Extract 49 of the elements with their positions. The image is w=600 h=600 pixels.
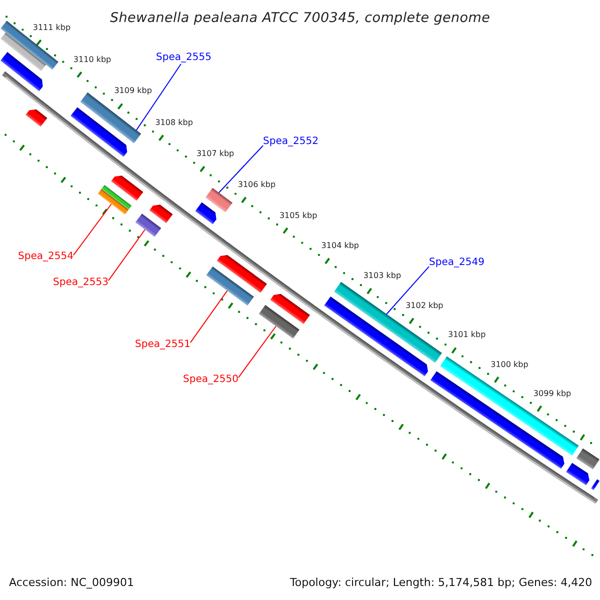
gene-label: Spea_2554 [18,251,74,263]
gene-bar [324,296,428,376]
leader-line [238,326,276,378]
gene-bar [0,32,46,72]
scale-label: 3103 kbp [363,271,402,282]
scale-label: 3107 kbp [196,149,234,160]
gene-bar [206,266,254,306]
scale-label: 3100 kbp [490,360,528,370]
leader-line [72,204,112,256]
leader-line [136,64,182,131]
scale-label: 3099 kbp [533,388,572,399]
footer-text: Accession: NC_009901 [9,576,134,588]
gene-bar [334,282,442,363]
scale-label: 3104 kbp [321,240,359,251]
gene-bar [440,356,579,456]
gene-bar [195,202,216,224]
gene-bar [591,479,600,490]
scale-label: 3105 kbp [279,210,318,221]
gene-label: Spea_2549 [429,257,484,269]
footer-text: Topology: circular; Length: 5,174,581 bp; Genes: 4,420 [290,576,592,588]
scale-label: 3106 kbp [238,180,276,190]
gene-bar [258,304,300,339]
gene-bar [70,107,128,157]
gene-bar [270,294,310,324]
gene-bar [576,448,600,470]
gene-bar [98,185,132,214]
gene-bar [149,204,173,224]
gene-bar [111,176,144,201]
gene-label: Spea_2551 [135,339,190,351]
gene-label: Spea_2550 [183,374,238,386]
scale-label: 3109 kbp [114,86,152,96]
leader-line [108,229,146,282]
leader-line [190,290,228,344]
scale-label: 3111 kbp [32,22,71,33]
scale-label: 3110 kbp [73,54,112,65]
gene-label: Spea_2553 [53,277,108,289]
gene-label: Spea_2552 [263,136,318,148]
scale-label: 3101 kbp [448,330,486,340]
gene-bar [135,214,162,237]
gene-bar [205,188,232,212]
scale-label: 3108 kbp [155,118,193,128]
gene-bar [216,254,267,293]
gene-label: Spea_2555 [156,52,212,64]
gene-bar [26,109,48,127]
gene-bar [0,52,43,92]
gene-bar [566,462,590,486]
scale-label: 3102 kbp [406,300,444,311]
gene-bar [0,20,58,70]
title: Shewanella pealeana ATCC 700345, complete genome [110,10,490,26]
